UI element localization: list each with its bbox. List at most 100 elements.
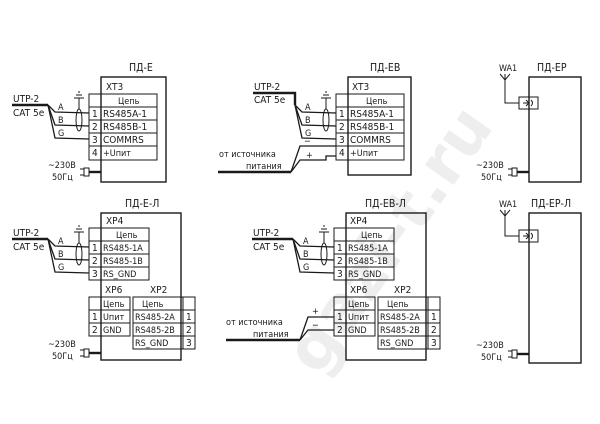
ac-power-plug: ~230В 50Гц bbox=[48, 161, 101, 183]
cable-name: UTP-2 bbox=[13, 228, 39, 239]
table-header: Цепь bbox=[142, 300, 164, 310]
pin-number: 3 bbox=[92, 135, 98, 146]
pin-number: 1 bbox=[337, 243, 343, 254]
wire-label-g: G bbox=[58, 129, 64, 139]
block-pd-e: ПД-Е XT3 Цепь 1 RS485A-1 2 RS485B-1 3 CO… bbox=[12, 62, 167, 183]
terminal-table-xp4: Цепь 1 RS485-1A 2 RS485-1B 3 RS_GND bbox=[333, 227, 395, 281]
power-voltage: ~230В bbox=[476, 161, 504, 171]
antenna-label: WA1 bbox=[499, 200, 517, 210]
pin-number: 1 bbox=[92, 109, 98, 120]
pin-number: 3 bbox=[186, 338, 192, 349]
terminal-table-xp6: Цепь 1 Uпит 2 GND bbox=[88, 296, 131, 337]
ac-power-plug: ~230В 50Гц bbox=[48, 340, 101, 362]
circuit-name: COMMRS bbox=[350, 135, 391, 146]
wire-label-g: G bbox=[305, 129, 311, 139]
terminal-table: Цепь 1 RS485A-1 2 RS485B-1 3 COMMRS 4 +U… bbox=[335, 93, 405, 161]
utp-cable: UTP-2 CAT 5e A B G bbox=[252, 225, 335, 274]
plug-icon bbox=[83, 167, 90, 177]
circuit-name: RS485-2A bbox=[380, 313, 420, 323]
circuit-name: RS485-2B bbox=[135, 326, 175, 336]
circuit-name: Uпит bbox=[348, 313, 369, 323]
circuit-name: GND bbox=[348, 326, 367, 336]
wire-label-a: A bbox=[58, 237, 64, 247]
pin-number: 4 bbox=[339, 148, 345, 159]
rf-connector-icon bbox=[518, 229, 539, 243]
device-box bbox=[345, 212, 427, 361]
cable-category: CAT 5e bbox=[13, 108, 45, 119]
block-pd-eb: ПД-ЕВ XT3 Цепь 1 RS485A-1 2 RS485B-1 3 C… bbox=[218, 62, 412, 176]
circuit-name: RS485-1A bbox=[348, 244, 388, 254]
block-title: ПД-Е bbox=[129, 62, 153, 74]
circuit-name: RS485-1B bbox=[348, 257, 388, 267]
terminal-table: Цепь 1 RS485A-1 2 RS485B-1 3 COMMRS 4 +U… bbox=[88, 93, 158, 161]
connector-label: XT3 bbox=[352, 82, 369, 93]
wire-label-a: A bbox=[305, 103, 311, 113]
power-voltage: ~230В bbox=[476, 341, 504, 351]
circuit-name: RS485-1B bbox=[103, 257, 143, 267]
ac-power-plug: ~230В 50Гц bbox=[476, 161, 529, 183]
power-source-line1: от источника bbox=[226, 318, 283, 328]
cable-name: UTP-2 bbox=[13, 94, 39, 105]
wire-label-g: G bbox=[58, 263, 64, 273]
block-title: ПД-ЕР-Л bbox=[531, 198, 571, 210]
power-frequency: 50Гц bbox=[52, 173, 73, 183]
wire-label-b: B bbox=[58, 250, 64, 260]
wire-label-b: B bbox=[58, 116, 64, 126]
pin-number: 2 bbox=[92, 122, 98, 133]
pin-number: 1 bbox=[339, 109, 345, 120]
pin-number: 2 bbox=[337, 325, 343, 336]
utp-cable: UTP-2 CAT 5e A B G bbox=[253, 82, 337, 140]
rf-connector-icon bbox=[518, 96, 539, 110]
wire-label-g: G bbox=[303, 263, 309, 273]
circuit-name: RS_GND bbox=[348, 270, 381, 280]
circuit-name: RS485A-1 bbox=[103, 109, 147, 120]
utp-cable: UTP-2 CAT 5e A B G bbox=[12, 225, 90, 274]
connector-label: XP2 bbox=[150, 285, 167, 296]
dc-power-input: от источника питания − + bbox=[218, 137, 336, 174]
terminal-table-xp4: Цепь 1 RS485-1A 2 RS485-1B 3 RS_GND bbox=[88, 227, 150, 281]
circuit-name: COMMRS bbox=[103, 135, 144, 146]
pin-number: 1 bbox=[92, 243, 98, 254]
block-title: ПД-ЕВ-Л bbox=[365, 198, 406, 210]
circuit-name: RS_GND bbox=[103, 270, 136, 280]
block-pd-eb-l: ПД-ЕВ-Л XP4 Цепь 1 RS485-1A 2 RS485-1B 3… bbox=[226, 198, 441, 361]
wire-label-a: A bbox=[58, 103, 64, 113]
pin-number: 3 bbox=[339, 135, 345, 146]
circuit-name: Uпит bbox=[103, 313, 124, 323]
plus-sign: + bbox=[312, 307, 319, 317]
block-title: ПД-Е-Л bbox=[125, 198, 159, 210]
terminal-table-xp6: Цепь 1 Uпит 2 GND bbox=[333, 296, 376, 337]
minus-sign: − bbox=[312, 321, 319, 331]
antenna: WA1 bbox=[499, 64, 539, 110]
pin-number: 2 bbox=[186, 325, 192, 336]
pin-number: 3 bbox=[92, 269, 98, 280]
cable-category: CAT 5e bbox=[13, 242, 45, 253]
antenna-icon bbox=[504, 74, 519, 104]
power-frequency: 50Гц bbox=[52, 352, 73, 362]
wire-label-b: B bbox=[303, 250, 309, 260]
power-source-line1: от источника bbox=[219, 150, 276, 160]
table-header: Цепь bbox=[387, 300, 409, 310]
circuit-name: GND bbox=[103, 326, 122, 336]
device-box bbox=[528, 212, 582, 364]
plug-icon bbox=[83, 348, 90, 358]
pin-number: 2 bbox=[92, 256, 98, 267]
block-title: ПД-ЕВ bbox=[370, 62, 400, 74]
connector-label: XP6 bbox=[105, 285, 123, 296]
circuit-name: RS485-1A bbox=[103, 244, 143, 254]
dc-power-input: от источника питания + − bbox=[226, 307, 334, 342]
pin-number: 1 bbox=[431, 312, 437, 323]
circuit-name: RS_GND bbox=[380, 339, 413, 349]
pin-number: 4 bbox=[92, 148, 98, 159]
device-box bbox=[100, 212, 182, 361]
circuit-name: RS485-2B bbox=[380, 326, 420, 336]
wire-label-b: B bbox=[305, 116, 311, 126]
cable-name: UTP-2 bbox=[253, 228, 279, 239]
circuit-name: +Uпит bbox=[350, 149, 378, 159]
cable-category: CAT 5e bbox=[254, 95, 286, 106]
pin-number: 1 bbox=[92, 312, 98, 323]
pin-number: 3 bbox=[431, 338, 437, 349]
cable-category: CAT 5e bbox=[253, 242, 285, 253]
circuit-name: RS485B-1 bbox=[103, 122, 147, 133]
pin-number: 3 bbox=[337, 269, 343, 280]
